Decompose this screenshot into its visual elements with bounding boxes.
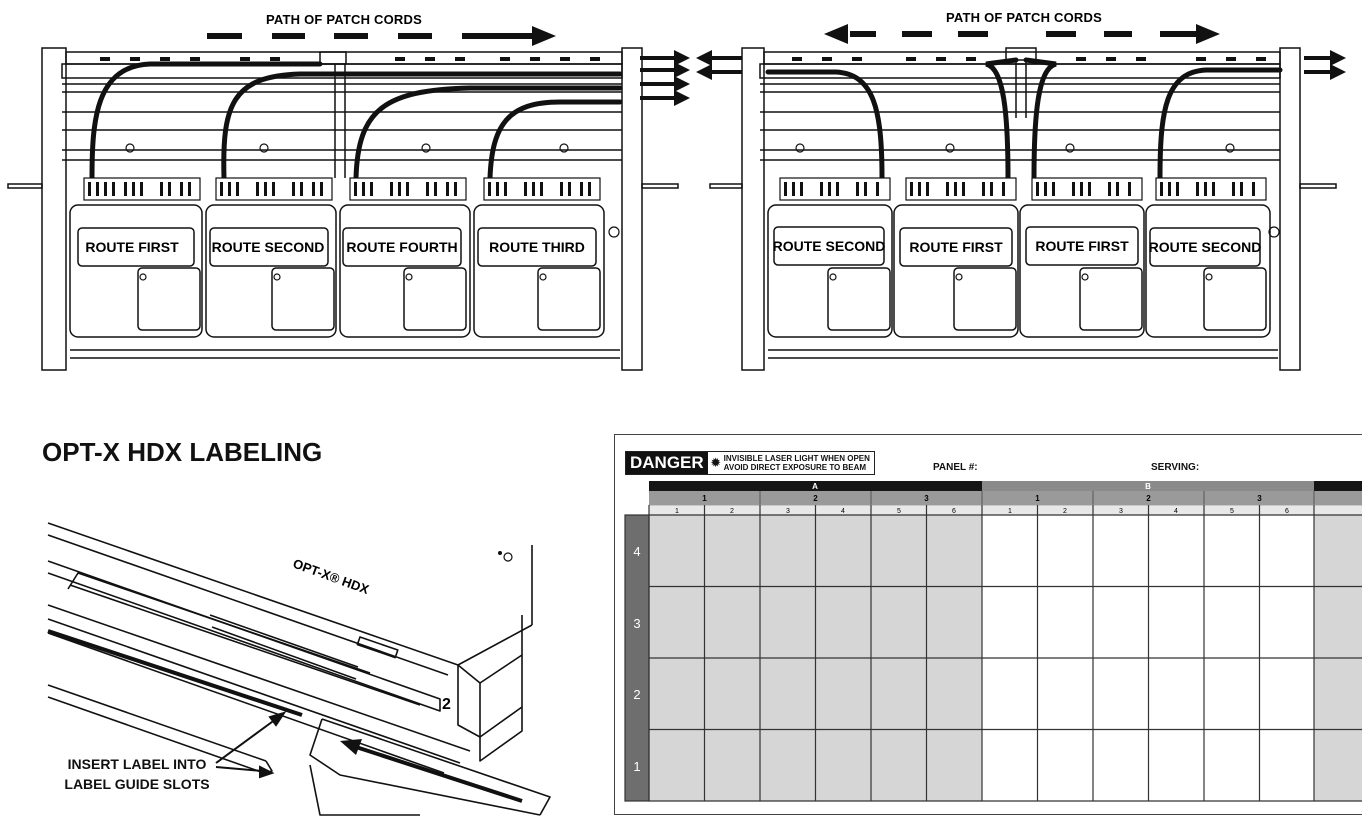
path-arrowhead-right-direction: [1196, 24, 1220, 44]
a-port-label-2: 2: [730, 508, 734, 515]
a-module-label-2: 2: [813, 494, 818, 503]
slot-number: 2: [442, 696, 451, 713]
row-label-3: 3: [633, 616, 640, 631]
cassette-modules-right: [767, 204, 1271, 338]
b-module-label-2: 2: [1146, 494, 1151, 503]
b-module-label-1: 1: [1035, 494, 1040, 503]
insert-direction-arrow: [340, 739, 523, 803]
patch-cords-left: [89, 61, 623, 181]
cassette-panel-diagram-left: PATH OF PATCH CORDS: [7, 12, 690, 371]
port-label-card: DANGER ✹ INVISIBLE LASER LIGHT WHEN OPEN…: [614, 434, 1362, 815]
panel-number-label: PANEL #:: [933, 462, 978, 473]
label-insertion-illustration: OPT-X® HDX 2: [47, 522, 551, 816]
adapter-ports-left: [88, 182, 591, 196]
danger-word: DANGER: [626, 452, 708, 474]
path-title-right: PATH OF PATCH CORDS: [946, 10, 1102, 25]
route-label-left-4: ROUTE THIRD: [489, 239, 585, 255]
chassis-frame-right: [709, 47, 1337, 371]
rail-slots-left: [100, 57, 600, 61]
row-label-1: 1: [633, 759, 640, 774]
b-port-label-4: 4: [1174, 508, 1178, 515]
b-port-label-6: 6: [1285, 508, 1289, 515]
rail-slots-right: [792, 57, 1266, 61]
row-label-2: 2: [633, 687, 640, 702]
patch-cords-right: [765, 57, 1283, 181]
route-label-right-4: ROUTE SECOND: [1149, 239, 1262, 255]
a-port-label-5: 5: [897, 508, 901, 515]
port-label-grid: A B 1 2 3 1 2 3 1 2 3 4 5 6 1 2 3 4 5 6 …: [624, 481, 1362, 802]
a-port-label-4: 4: [841, 508, 845, 515]
b-port-label-1: 1: [1008, 508, 1012, 515]
group-a-label: A: [812, 482, 818, 491]
chassis-frame-left: [7, 47, 679, 371]
path-arrowhead-left-direction: [824, 24, 848, 44]
route-label-right-2: ROUTE FIRST: [909, 239, 1003, 255]
cassette-modules-left: [69, 204, 605, 338]
callout-line-2: LABEL GUIDE SLOTS: [64, 776, 210, 792]
path-title-left: PATH OF PATCH CORDS: [266, 12, 422, 27]
cassette-panel-diagram-right: PATH OF PATCH CORDS: [696, 10, 1346, 371]
a-port-label-3: 3: [786, 508, 790, 515]
callout-line-1: INSERT LABEL INTO: [67, 756, 207, 772]
b-port-label-5: 5: [1230, 508, 1234, 515]
exit-arrows-left: [640, 50, 690, 106]
route-label-right-1: ROUTE SECOND: [773, 238, 886, 254]
group-b-label: B: [1145, 482, 1151, 491]
b-module-label-3: 3: [1257, 494, 1262, 503]
a-module-label-1: 1: [702, 494, 707, 503]
product-mark: OPT-X® HDX: [291, 556, 371, 597]
route-label-right-3: ROUTE FIRST: [1035, 238, 1129, 254]
adapter-ports-right: [784, 182, 1255, 196]
row-label-4: 4: [633, 544, 640, 559]
route-label-left-1: ROUTE FIRST: [85, 239, 179, 255]
route-label-left-3: ROUTE FOURTH: [346, 239, 457, 255]
a-module-label-3: 3: [924, 494, 929, 503]
serving-label: SERVING:: [1151, 462, 1200, 473]
insert-label-callout: INSERT LABEL INTO LABEL GUIDE SLOTS: [52, 754, 222, 794]
screw-heads-right: [795, 143, 1280, 281]
adapter-rows-right: [779, 177, 1267, 201]
laser-starburst-icon: ✹: [710, 455, 722, 470]
section-title: OPT-X HDX LABELING: [42, 437, 323, 467]
danger-warning: DANGER ✹ INVISIBLE LASER LIGHT WHEN OPEN…: [625, 451, 875, 475]
a-port-label-6: 6: [952, 508, 956, 515]
warning-line-2: AVOID DIRECT EXPOSURE TO BEAM: [723, 463, 867, 472]
b-port-label-2: 2: [1063, 508, 1067, 515]
exit-arrows-right: [696, 50, 1346, 80]
warning-line-1: INVISIBLE LASER LIGHT WHEN OPEN: [723, 454, 870, 463]
path-arrowhead-left: [532, 26, 556, 46]
a-port-label-1: 1: [675, 508, 679, 515]
b-port-label-3: 3: [1119, 508, 1123, 515]
screw-heads-left: [125, 143, 620, 281]
laser-warning-text: INVISIBLE LASER LIGHT WHEN OPEN AVOID DI…: [724, 452, 874, 474]
route-label-left-2: ROUTE SECOND: [212, 239, 325, 255]
callout-arrows: [215, 711, 287, 779]
